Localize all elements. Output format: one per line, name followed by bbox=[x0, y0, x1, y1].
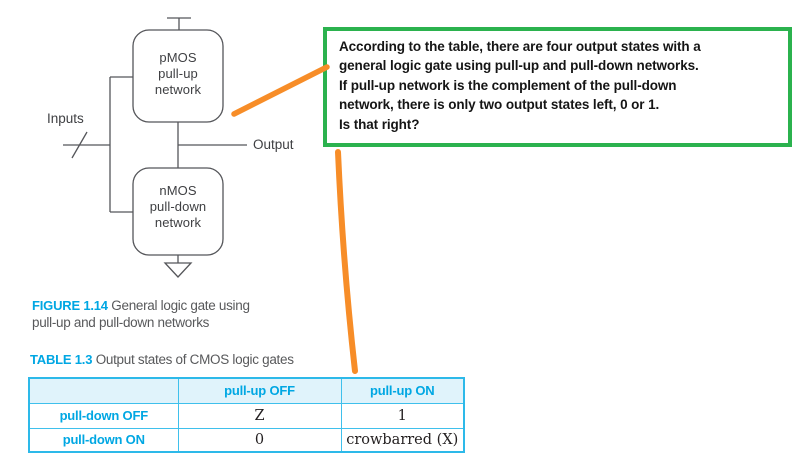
annotation-connector-table bbox=[335, 149, 358, 374]
output-states-table: pull-up OFF pull-up ON pull-down OFF Z 1… bbox=[28, 377, 465, 453]
cell-one: 1 bbox=[340, 402, 465, 429]
row-label-pull-down-on: pull-down ON bbox=[28, 427, 179, 453]
question-callout-text: According to the table, there are four o… bbox=[339, 39, 701, 132]
cell-z: Z bbox=[177, 402, 342, 429]
row-label-pull-down-off: pull-down OFF bbox=[28, 402, 179, 429]
ground-icon bbox=[163, 255, 193, 278]
table-row: pull-down OFF Z 1 bbox=[28, 402, 465, 429]
nmos-box-label: nMOS pull-down network bbox=[149, 183, 207, 230]
annotation-connector-diagram bbox=[231, 64, 330, 117]
output-label: Output bbox=[253, 137, 294, 152]
table-caption-label: TABLE 1.3 bbox=[30, 352, 93, 367]
bus-slash-icon bbox=[71, 131, 88, 159]
table-caption: TABLE 1.3 Output states of CMOS logic ga… bbox=[30, 351, 450, 368]
cell-crowbarred: crowbarred (X) bbox=[340, 427, 465, 453]
pmos-box-label: pMOS pull-up network bbox=[154, 50, 202, 97]
table-row: pull-down ON 0 crowbarred (X) bbox=[28, 427, 465, 453]
figure-caption-label: FIGURE 1.14 bbox=[32, 298, 108, 313]
col-header-pull-up-off: pull-up OFF bbox=[177, 377, 342, 404]
table-header-row: pull-up OFF pull-up ON bbox=[28, 377, 465, 404]
figure-caption-text-line2: pull-up and pull-down networks bbox=[32, 315, 210, 330]
figure-caption: FIGURE 1.14 General logic gate using pul… bbox=[32, 297, 332, 331]
figure-caption-text-line1: General logic gate using bbox=[107, 298, 250, 313]
cell-zero: 0 bbox=[177, 427, 342, 453]
table-caption-text: Output states of CMOS logic gates bbox=[92, 352, 294, 367]
inputs-label: Inputs bbox=[47, 111, 84, 126]
col-header-pull-up-on: pull-up ON bbox=[340, 377, 465, 404]
power-vdd-icon bbox=[167, 17, 191, 30]
table-corner-cell bbox=[28, 377, 179, 404]
question-callout: According to the table, there are four o… bbox=[323, 27, 792, 147]
